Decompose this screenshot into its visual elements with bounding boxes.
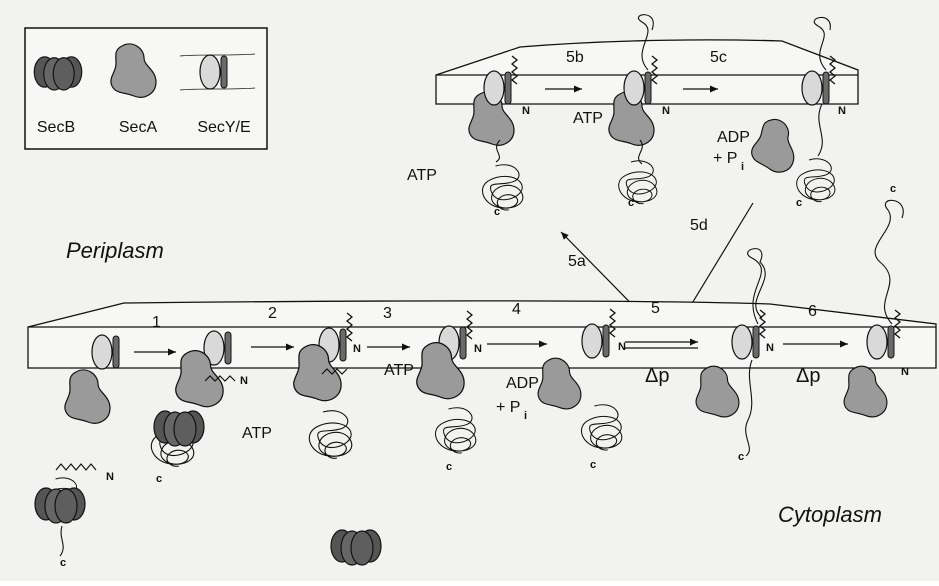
secYE-translocon bbox=[802, 71, 829, 105]
c-terminus-label: c bbox=[60, 557, 66, 569]
released-secA bbox=[696, 366, 739, 417]
periplasm-label: Periplasm bbox=[66, 238, 164, 263]
pi-label-step-4: + P bbox=[496, 399, 520, 416]
n-terminus-label: N bbox=[106, 471, 114, 483]
released-secA bbox=[844, 366, 887, 417]
step-1-label: 1 bbox=[152, 314, 161, 331]
c-terminus-label: c bbox=[156, 473, 162, 485]
legend-secB-label: SecB bbox=[37, 119, 75, 136]
delta-p-label-step-6: Δp bbox=[796, 365, 820, 387]
secA-protein bbox=[65, 370, 110, 423]
step-6-label: 6 bbox=[808, 303, 817, 320]
atp-label-step-3: ATP bbox=[384, 362, 414, 379]
n-terminus-label: N bbox=[474, 343, 482, 355]
free-secB-complex: N c bbox=[35, 464, 114, 569]
polypeptide-tail bbox=[746, 360, 752, 456]
adp-label-step-4: ADP bbox=[506, 375, 539, 392]
step-3-label: 3 bbox=[383, 305, 392, 322]
periplasmic-loop bbox=[875, 200, 903, 324]
c-terminus-label: c bbox=[890, 183, 896, 195]
unfolded-chain bbox=[309, 411, 351, 459]
secYE-translocon bbox=[92, 335, 119, 369]
delta-p-label-step-5: Δp bbox=[645, 365, 669, 387]
c-terminus-label: c bbox=[796, 197, 802, 209]
unfolded-chain bbox=[581, 405, 621, 450]
n-terminus-label: N bbox=[766, 342, 774, 354]
atp-label-step-2: ATP bbox=[242, 425, 272, 442]
atp-label-5a: ATP bbox=[407, 167, 437, 184]
legend-secA-label: SecA bbox=[119, 119, 158, 136]
legend: SecB SecA SecY/E bbox=[25, 28, 267, 149]
step-5a-label: 5a bbox=[568, 253, 586, 270]
n-terminus-label: N bbox=[353, 343, 361, 355]
c-terminus-label: c bbox=[494, 206, 500, 218]
n-terminus-label: N bbox=[901, 366, 909, 378]
c-terminus-label: c bbox=[446, 461, 452, 473]
unfolded-chain bbox=[619, 161, 657, 204]
pi-subscript-5c: i bbox=[741, 161, 744, 173]
step-5-label: 5 bbox=[651, 300, 660, 317]
cytoplasm-label: Cytoplasm bbox=[778, 502, 882, 527]
n-terminus-label: N bbox=[618, 341, 626, 353]
secYE-translocon bbox=[582, 324, 609, 358]
main-membrane-panel: 1 2 3 4 5 6 c bbox=[28, 183, 936, 485]
unfolded-chain bbox=[797, 159, 835, 202]
c-terminus-label: c bbox=[590, 459, 596, 471]
c-terminus-label: c bbox=[628, 197, 634, 209]
legend-secYE-label: SecY/E bbox=[197, 119, 250, 136]
n-terminus-label: N bbox=[240, 375, 248, 387]
secYE-translocon bbox=[867, 325, 894, 359]
secB-legend-icon bbox=[34, 57, 82, 90]
main-membrane bbox=[28, 301, 936, 368]
n-terminus-label: N bbox=[838, 105, 846, 117]
step-4-label: 4 bbox=[512, 301, 521, 318]
released-secA bbox=[748, 115, 803, 175]
pi-subscript-step-4: i bbox=[524, 410, 527, 422]
upper-membrane-panel: 5b 5c N c ATP N c ATP N c ADP + P i bbox=[407, 15, 858, 218]
secB-tetramer bbox=[35, 488, 85, 523]
step-5c-label: 5c bbox=[710, 49, 727, 66]
atp-label-5b: ATP bbox=[573, 110, 603, 127]
step-5b-label: 5b bbox=[566, 49, 584, 66]
n-terminus-label: N bbox=[522, 105, 530, 117]
secYE-translocon bbox=[732, 325, 759, 359]
unfolded-chain bbox=[482, 165, 522, 210]
c-terminus-label: c bbox=[738, 451, 744, 463]
secB-tetramer bbox=[154, 411, 204, 446]
n-terminus-label: N bbox=[662, 105, 670, 117]
step-2-label: 2 bbox=[268, 305, 277, 322]
adp-label-5c: ADP bbox=[717, 129, 750, 146]
unfolded-chain bbox=[435, 408, 475, 453]
secYE-translocon bbox=[484, 71, 511, 105]
pi-label-5c: + P bbox=[713, 150, 737, 167]
step-5d-label: 5d bbox=[690, 217, 708, 234]
secYE-translocon bbox=[624, 71, 651, 105]
released-secB-tetramer bbox=[331, 530, 381, 565]
